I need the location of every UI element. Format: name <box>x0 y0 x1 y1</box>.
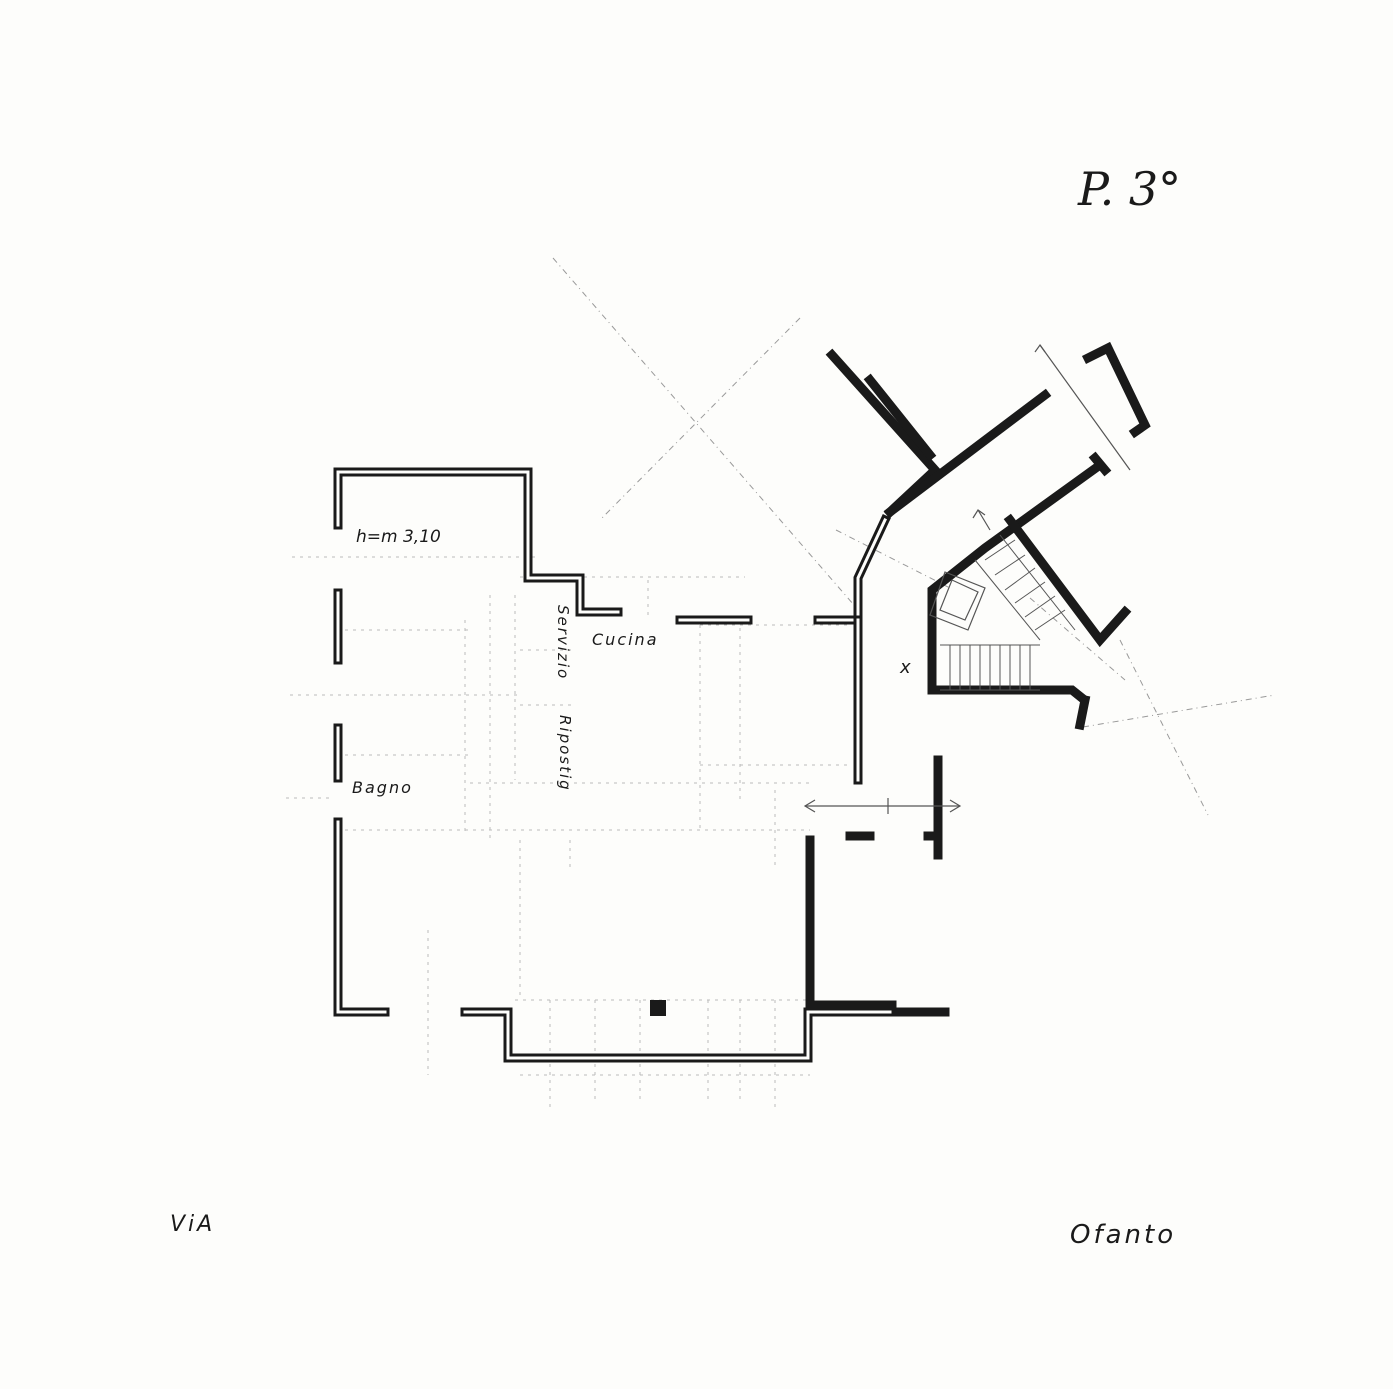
storage-label: Ripostig <box>556 715 574 792</box>
service-label: Servizio <box>554 605 572 680</box>
apartment-walls <box>333 467 950 1063</box>
bathroom-label: Bagno <box>352 778 413 797</box>
height-note: h=m 3,10 <box>356 527 441 547</box>
kitchen-label: Cucina <box>592 630 659 649</box>
direction-arrows <box>803 343 1131 814</box>
dimension-grid <box>286 556 850 1110</box>
street-name-left: ViA <box>170 1212 216 1237</box>
construction-lines <box>552 257 1276 816</box>
stair-mark: x <box>899 657 911 678</box>
floor-label: P. 3° <box>1078 162 1182 216</box>
stair-treads <box>929 534 1076 691</box>
column-marker <box>650 1000 666 1016</box>
street-name-right: Ofanto <box>1070 1220 1177 1250</box>
